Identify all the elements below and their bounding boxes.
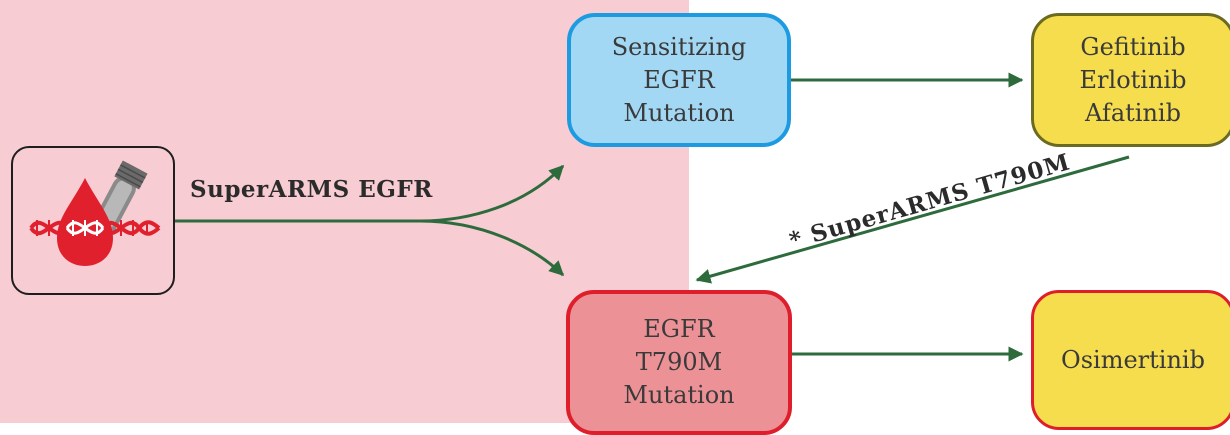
sensitizing-mutation-box: Sensitizing EGFR Mutation [567, 13, 791, 147]
arrow-to-t790m [419, 219, 565, 277]
drug-osimertinib: Osimertinib [1061, 345, 1205, 374]
box-line: Mutation [623, 98, 735, 127]
arrow-drugs-to-t790m [695, 155, 1130, 284]
box-line: EGFR [643, 315, 715, 343]
first-line-drugs-box: Gefitinib Erlotinib Afatinib [1031, 13, 1230, 147]
osimertinib-box: Osimertinib [1031, 290, 1230, 430]
connector-arrows [175, 72, 1130, 362]
drug-erlotinib: Erlotinib [1079, 65, 1187, 94]
box-line: EGFR [643, 65, 715, 94]
t790m-mutation-box: EGFR T790M Mutation [566, 290, 792, 435]
arrow-to-sensitizing [419, 164, 565, 223]
box-line: Sensitizing [611, 32, 747, 61]
box-line: T790M [635, 348, 723, 376]
superarms-egfr-label: SuperARMS EGFR [190, 176, 433, 203]
drug-afatinib: Afatinib [1085, 98, 1181, 127]
blood-dna-tube-icon [29, 160, 161, 266]
box-line: Mutation [623, 381, 735, 409]
drug-gefitinib: Gefitinib [1080, 32, 1186, 61]
blood-sample-box [11, 146, 175, 295]
